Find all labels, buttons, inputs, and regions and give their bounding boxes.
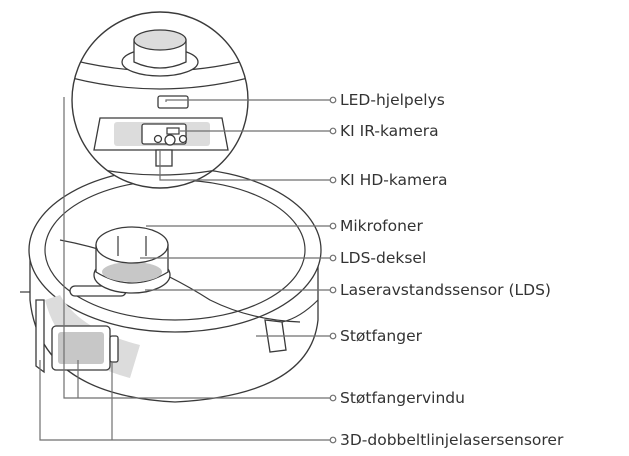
label-microphones: Mikrofoner	[340, 217, 423, 235]
label-led-auxiliary-light: LED-hjelpelys	[340, 91, 445, 109]
label-hd-camera: KI HD-kamera	[340, 171, 448, 189]
label-lds-sensor: Laseravstandssensor (LDS)	[340, 281, 551, 299]
label-3d-line-laser-sensors: 3D-dobbeltlinjelasersensorer	[340, 431, 564, 449]
label-lds-cover: LDS-deksel	[340, 249, 427, 267]
leader-lines	[39, 97, 333, 441]
label-ir-camera: KI IR-kamera	[340, 122, 439, 140]
lds-tower	[93, 226, 171, 294]
magnifier	[71, 11, 249, 189]
label-dots	[329, 96, 337, 444]
label-bumper: Støtfanger	[340, 327, 423, 345]
label-bumper-window: Støtfangervindu	[340, 389, 465, 407]
bumper-window-shape	[20, 291, 119, 374]
